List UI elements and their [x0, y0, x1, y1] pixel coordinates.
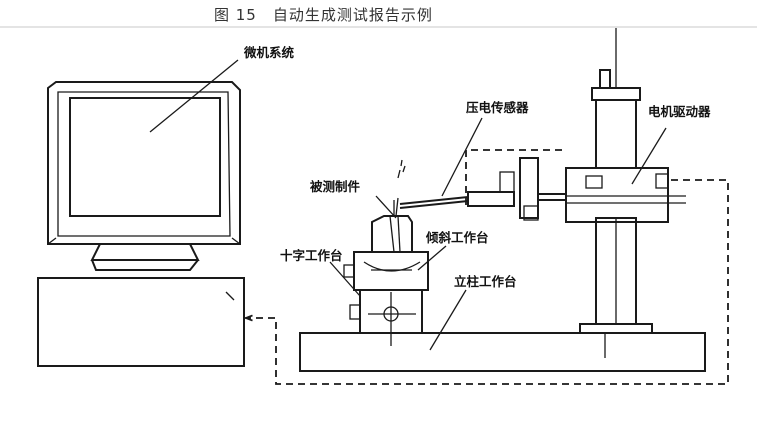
column-table-leader-line [429, 289, 467, 351]
monitor-stand [90, 243, 200, 271]
computer-base-unit [37, 277, 245, 367]
label-motor-driver: 电机驱动器 [648, 104, 711, 119]
workpiece [371, 159, 413, 253]
label-column-table: 立柱工作台 [454, 274, 517, 289]
figure-caption: 图 15 自动生成测试报告示例 [214, 6, 433, 24]
label-cross-table: 十字工作台 [280, 248, 343, 263]
workpiece-leader-line [375, 195, 397, 219]
label-piezo-sensor: 压电传感器 [466, 100, 529, 115]
label-workpiece: 被测制件 [310, 179, 361, 194]
tilt-table [343, 251, 429, 291]
label-computer-system: 微机系统 [243, 45, 295, 60]
motor-leader-line [631, 127, 667, 185]
computer-monitor [47, 81, 241, 245]
motor-driver [565, 28, 686, 358]
base-table [299, 332, 706, 372]
sensor-leader-line [441, 117, 483, 197]
cross-table-leader-line [329, 261, 361, 297]
column [579, 217, 653, 334]
computer-leader-line [149, 59, 239, 133]
label-tilt-table: 倾斜工作台 [425, 230, 489, 245]
tilt-table-leader-line [417, 245, 447, 271]
cross-table [349, 289, 423, 346]
piezo-sensor [399, 157, 566, 221]
